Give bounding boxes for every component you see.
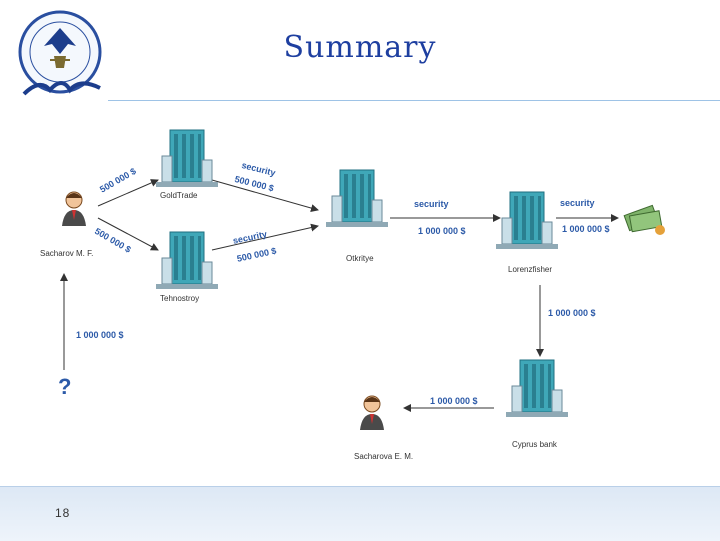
flow-unknown-sacharov-amount: 1 000 000 $ bbox=[76, 330, 124, 340]
header-divider bbox=[108, 100, 720, 101]
footer-band bbox=[0, 486, 720, 541]
node-label-goldtrade: GoldTrade bbox=[160, 191, 198, 200]
node-label-sacharov: Sacharov M. F. bbox=[40, 249, 94, 258]
flow-otkritye-lorenzfisher-label: security bbox=[414, 199, 449, 209]
cyprusbank-building-icon bbox=[505, 359, 569, 418]
node-label-sacharova: Sacharova E. M. bbox=[354, 452, 414, 461]
arrow-sacharov-tehnostroy bbox=[97, 217, 159, 251]
institute-logo bbox=[18, 10, 102, 96]
node-label-tehnostroy: Tehnostroy bbox=[160, 294, 200, 303]
slide-title: Summary bbox=[283, 30, 437, 65]
page-number: 18 bbox=[55, 506, 71, 520]
money-icon bbox=[623, 204, 665, 235]
flow-lorenzfisher-money-label: security bbox=[560, 198, 595, 208]
sacharov-person-icon bbox=[61, 191, 87, 227]
lorenzfisher-building-icon bbox=[495, 191, 559, 250]
flow-lorenzfisher-money-amount: 1 000 000 $ bbox=[562, 224, 610, 234]
arrow-goldtrade-otkritye bbox=[211, 179, 319, 212]
goldtrade-building-icon bbox=[155, 129, 219, 188]
otkritye-building-icon bbox=[325, 169, 389, 228]
unknown-source-mark: ? bbox=[58, 374, 72, 399]
flow-otkritye-lorenzfisher-amount: 1 000 000 $ bbox=[418, 226, 466, 236]
sacharova-person-icon bbox=[359, 395, 385, 431]
arrow-sacharov-goldtrade bbox=[97, 179, 159, 207]
tehnostroy-building-icon bbox=[155, 231, 219, 290]
flow-cyprus-sacharova-amount: 1 000 000 $ bbox=[430, 396, 478, 406]
node-label-cyprusbank: Cyprus bank bbox=[512, 440, 557, 449]
arrow-tehnostroy-otkritye bbox=[211, 223, 319, 251]
node-label-lorenzfisher: Lorenzfisher bbox=[508, 265, 553, 274]
node-label-otkritye: Otkritye bbox=[346, 254, 374, 263]
flow-lorenzfisher-cyprus-amount: 1 000 000 $ bbox=[548, 308, 596, 318]
